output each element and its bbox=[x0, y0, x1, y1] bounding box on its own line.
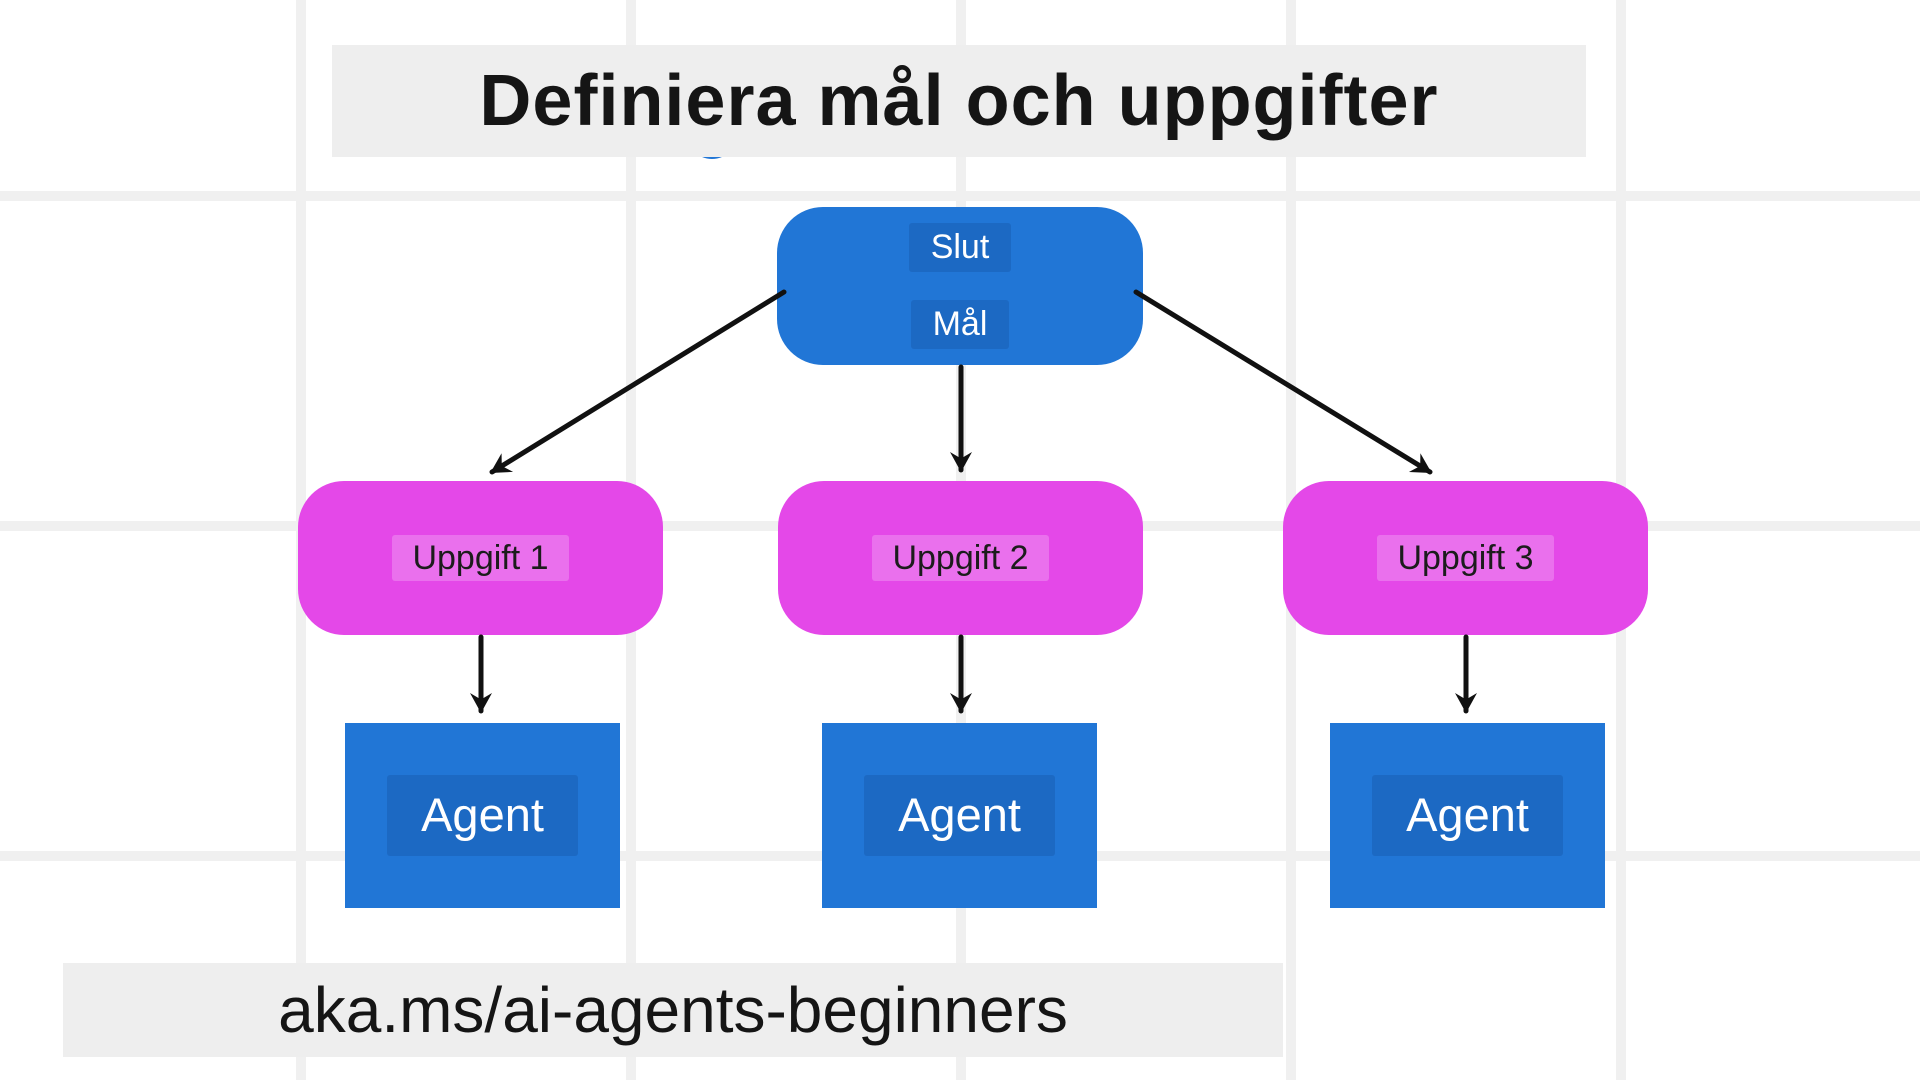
page-title: Definiera mål och uppgifter bbox=[479, 61, 1439, 141]
footer-link-text: aka.ms/ai-agents-beginners bbox=[278, 974, 1068, 1046]
agent-node-2[interactable]: Agent bbox=[822, 723, 1097, 908]
goal-line-slut: Slut bbox=[908, 223, 1012, 272]
task-label-1: Uppgift 1 bbox=[392, 534, 569, 582]
task-node-1[interactable]: Uppgift 1 bbox=[298, 481, 663, 635]
goal-node[interactable]: Slut Mål bbox=[777, 207, 1143, 365]
title-band: Definiera mål och uppgifter bbox=[332, 45, 1586, 157]
task-node-2[interactable]: Uppgift 2 bbox=[778, 481, 1143, 635]
goal-line-mal: Mål bbox=[910, 300, 1010, 349]
agent-node-1[interactable]: Agent bbox=[345, 723, 620, 908]
task-label-2: Uppgift 2 bbox=[872, 534, 1049, 582]
arrow-goal-to-task-1 bbox=[489, 289, 787, 475]
agent-label-2: Agent bbox=[864, 775, 1055, 856]
footer-band: aka.ms/ai-agents-beginners bbox=[63, 963, 1283, 1057]
task-node-3[interactable]: Uppgift 3 bbox=[1283, 481, 1648, 635]
grid-line-horizontal bbox=[0, 191, 1920, 201]
agent-label-1: Agent bbox=[387, 775, 578, 856]
agent-node-3[interactable]: Agent bbox=[1330, 723, 1605, 908]
arrow-goal-to-task-3 bbox=[1133, 289, 1433, 475]
agent-label-3: Agent bbox=[1372, 775, 1563, 856]
task-label-3: Uppgift 3 bbox=[1377, 534, 1554, 582]
